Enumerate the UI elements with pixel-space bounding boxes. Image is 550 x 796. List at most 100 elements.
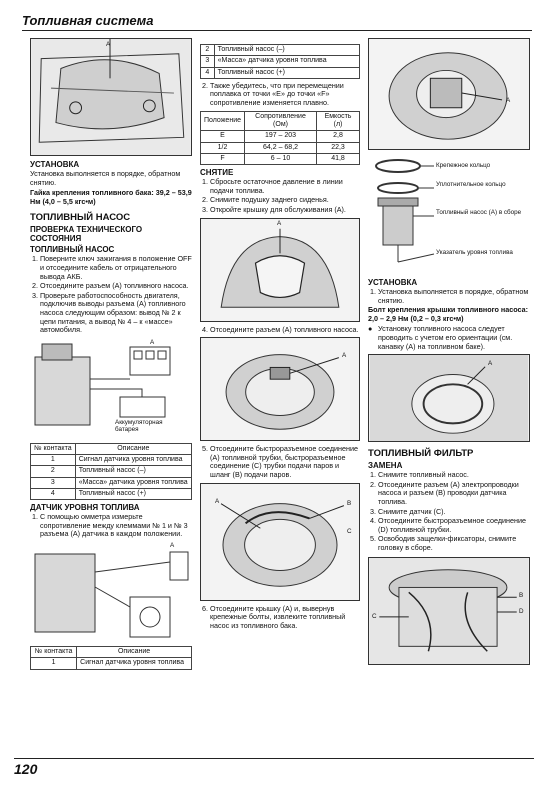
table-cell: 1/2 bbox=[200, 141, 245, 154]
bolt-torque: Болт крепления крышки топливного насоса:… bbox=[368, 305, 529, 323]
sensor-step-1: С помощью омметра измерьте сопротивление… bbox=[40, 512, 192, 539]
filter-step-2: Отсоедините разъем (А) электропроводки н… bbox=[378, 480, 530, 507]
table-header: Положение bbox=[200, 110, 245, 132]
figure-pump-cover: A bbox=[368, 38, 530, 150]
figure-label-c: C bbox=[372, 612, 377, 620]
figure-label-a: A bbox=[342, 352, 347, 360]
removal-step-6-list: Отсоедините крышку (А) и, вывернув крепе… bbox=[200, 604, 360, 631]
table-header: № контакта bbox=[30, 442, 76, 456]
table-header: Сопротивление (Ом) bbox=[243, 110, 318, 132]
figure-label-d: D bbox=[519, 607, 524, 615]
table-cell: E bbox=[200, 130, 245, 143]
table-cell: Топливный насос (–) bbox=[74, 465, 193, 478]
figure-label-b: B bbox=[347, 499, 352, 507]
figure-label-b: B bbox=[519, 591, 524, 599]
install-title: УСТАНОВКА bbox=[368, 278, 418, 287]
figure-quick-connectors: B A C bbox=[200, 482, 360, 601]
figure-label-c: C bbox=[347, 527, 352, 535]
figure-filter-assembly: B D C bbox=[368, 556, 530, 665]
figure-label-a: A bbox=[150, 338, 155, 346]
removal-title: СНЯТИЕ bbox=[200, 168, 234, 178]
table-cell: 22,3 bbox=[316, 141, 360, 154]
table-cell: 197 – 203 bbox=[243, 130, 318, 143]
torque-text: Гайка крепления топливного бака: 39,2 – … bbox=[30, 188, 192, 206]
float-steps: Также убедитесь, что при перемещении поп… bbox=[200, 81, 360, 108]
removal-step-6: Отсоедините крышку (А) и, вывернув крепе… bbox=[210, 604, 360, 631]
table-header: Описание bbox=[74, 442, 193, 456]
figure-label-a: A bbox=[106, 41, 111, 48]
step-3: Проверьте работоспособность двигателя, п… bbox=[40, 291, 192, 335]
figure-label-a: A bbox=[215, 497, 220, 505]
sensor-title: ДАТЧИК УРОВНЯ ТОПЛИВА bbox=[30, 503, 140, 513]
battery-label: Аккумуляторная батарея bbox=[115, 418, 163, 433]
table-cell: «Масса» датчика уровня топлива bbox=[213, 55, 361, 68]
removal-step-4: Отсоедините разъем (А) топливного насоса… bbox=[210, 325, 360, 335]
table-cell: 1 bbox=[30, 454, 76, 467]
figure-label-a: A bbox=[170, 541, 175, 549]
removal-steps: Сбросьте остаточное давление в линии под… bbox=[200, 177, 360, 215]
install-title: УСТАНОВКА bbox=[30, 160, 80, 169]
filter-step-4: Отсоедините быстроразъемное соединение (… bbox=[378, 516, 530, 534]
step-2: Отсоедините разъем (А) топливного насоса… bbox=[40, 282, 192, 291]
figure-pump-battery: Аккумуляторная батарея A bbox=[30, 338, 192, 439]
figure-fuel-tank-underbody: A bbox=[30, 38, 192, 156]
bullet-icon: ● bbox=[368, 324, 373, 334]
filter-step-5: Освободив защелки-фиксаторы, снимите гол… bbox=[378, 534, 530, 552]
removal-step-4-list: Отсоедините разъем (А) топливного насоса… bbox=[200, 325, 360, 335]
column-3: A Крепежное кольцо Уплотнительное кольцо… bbox=[368, 38, 530, 669]
table-cell: 2 bbox=[30, 465, 76, 478]
figure-label-a: A bbox=[488, 360, 493, 368]
table-cell: 3 bbox=[200, 55, 215, 68]
page-header: Топливная система bbox=[22, 12, 532, 31]
column-1: A УСТАНОВКА Установка выполняется в поря… bbox=[29, 38, 193, 673]
install-steps: Установка выполняется в порядке, обратно… bbox=[368, 287, 530, 305]
bullet-text: Установку топливного насоса следует пров… bbox=[378, 324, 513, 351]
removal-step-5: Отсоедините быстроразъемное соединение (… bbox=[210, 444, 360, 479]
table-cell: 64,2 – 68,2 bbox=[243, 141, 318, 154]
table-cell: 1 bbox=[29, 657, 78, 670]
check-title: ПРОВЕРКА ТЕХНИЧЕСКОГО СОСТОЯНИЯ bbox=[30, 225, 143, 244]
check-steps: Поверните ключ зажигания в положение OFF… bbox=[30, 255, 192, 334]
table-cell: 2,8 bbox=[316, 130, 360, 143]
part-label-ring: Крепежное кольцо bbox=[436, 162, 491, 169]
figure-sensor-ohmmeter: A bbox=[30, 541, 192, 642]
part-label-seal: Уплотнительное кольцо bbox=[436, 181, 506, 188]
table-header: Описание bbox=[76, 645, 192, 659]
part-label-gauge: Указатель уровня топлива bbox=[436, 249, 513, 256]
table-cell: Топливный насос (+) bbox=[74, 487, 193, 501]
table-cell: Топливный насос (+) bbox=[213, 66, 361, 79]
pump-title: ТОПЛИВНЫЙ НАСОС bbox=[30, 212, 131, 224]
figure-service-cover: A bbox=[200, 217, 360, 322]
table-cell: F bbox=[200, 152, 245, 166]
table-cell: Сигнал датчика уровня топлива bbox=[74, 454, 193, 467]
install-text: Установка выполняется в порядке, обратно… bbox=[30, 169, 181, 187]
table-cell: 4 bbox=[200, 66, 215, 79]
filter-steps: Снимите топливный насос. Отсоедините раз… bbox=[368, 471, 530, 552]
pump-subtitle: ТОПЛИВНЫЙ НАСОС bbox=[30, 245, 115, 255]
figure-label-a: A bbox=[506, 97, 511, 104]
figure-label-a: A bbox=[277, 219, 282, 227]
filter-step-3: Снимите датчик (С). bbox=[378, 507, 530, 517]
table-cell: Топливный насос (–) bbox=[213, 43, 361, 57]
step-1: Поверните ключ зажигания в положение OFF… bbox=[40, 255, 192, 281]
table-cell: Сигнал датчика уровня топлива bbox=[76, 657, 192, 670]
filter-step-1: Снимите топливный насос. bbox=[378, 471, 530, 480]
page-number: 120 bbox=[14, 758, 534, 777]
float-step-2: Также убедитесь, что при перемещении поп… bbox=[210, 81, 360, 108]
figure-tank-groove: A bbox=[368, 354, 530, 443]
sensor-steps: С помощью омметра измерьте сопротивление… bbox=[30, 512, 192, 539]
figure-pump-connector: A bbox=[200, 337, 360, 442]
table-cell: 2 bbox=[200, 43, 215, 57]
table-cell: 4 bbox=[30, 487, 76, 501]
removal-step-5-list: Отсоедините быстроразъемное соединение (… bbox=[200, 444, 360, 479]
part-label-pump: Топливный насос (А) в сборе bbox=[436, 209, 522, 216]
table-header: Емкость (л) bbox=[316, 110, 360, 132]
removal-step-3: Откройте крышку для обслуживания (А). bbox=[210, 205, 360, 215]
section-title: Топливная система bbox=[22, 13, 154, 28]
filter-title: ТОПЛИВНЫЙ ФИЛЬТР bbox=[368, 448, 474, 460]
table-cell: 41,8 bbox=[316, 152, 360, 166]
